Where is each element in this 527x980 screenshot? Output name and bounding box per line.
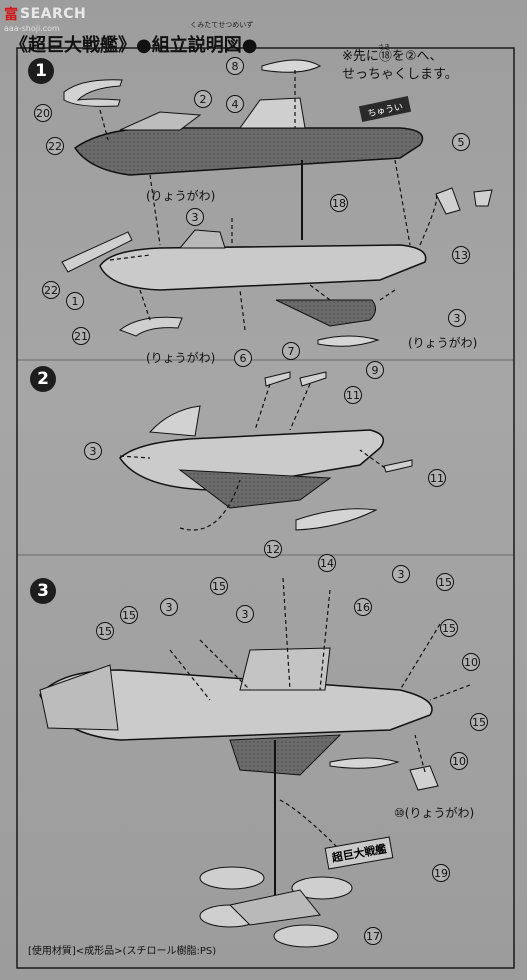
assembly-note: さき ※先に⑱を②へ、 せっちゃくします。 xyxy=(342,44,458,84)
part-number: 15 xyxy=(96,622,114,640)
part-number: 21 xyxy=(72,327,90,345)
both-sides-label: (りょうがわ) xyxy=(408,336,478,350)
part-number: 2 xyxy=(194,90,212,108)
part-number: 3 xyxy=(186,208,204,226)
part-number: 3 xyxy=(448,309,466,327)
site-watermark: 富 SEARCH xyxy=(4,4,86,24)
part-number: 20 xyxy=(34,104,52,122)
watermark-logo: 富 xyxy=(4,7,18,23)
step-marker-1: 1 xyxy=(28,58,54,84)
part-number: 3 xyxy=(160,598,178,616)
sheet-title: 《超巨大戦艦》●組立説明図● xyxy=(10,35,258,56)
both-sides-label: (りょうがわ) xyxy=(146,189,216,203)
part-number: 15 xyxy=(440,619,458,637)
part-number: 10 xyxy=(450,752,468,770)
note-line-1: ※先に⑱を②へ、 xyxy=(342,49,443,64)
part-number: 11 xyxy=(344,386,362,404)
part-number: 15 xyxy=(470,713,488,731)
part-number: 15 xyxy=(436,573,454,591)
sensor-part xyxy=(317,335,380,347)
part-number: 11 xyxy=(428,469,446,487)
part-number: 8 xyxy=(226,57,244,75)
material-footer: [使用材質]<成形品>(スチロール樹脂:PS) xyxy=(28,946,217,957)
sheet-border xyxy=(16,47,515,969)
wing-part xyxy=(275,299,376,327)
part-number: 3 xyxy=(392,565,410,583)
part-number: 3 xyxy=(236,605,254,623)
part-number: 10 xyxy=(462,653,480,671)
part-number: 15 xyxy=(210,577,228,595)
part-number: 7 xyxy=(282,342,300,360)
part-number: 19 xyxy=(432,864,450,882)
part-number: 17 xyxy=(364,927,382,945)
part-number: 6 xyxy=(234,349,252,367)
part-number: 22 xyxy=(42,281,60,299)
rod-part xyxy=(264,371,291,387)
part-number: 13 xyxy=(452,246,470,264)
bridge-tower-part xyxy=(239,97,306,129)
part-number: 22 xyxy=(46,137,64,155)
upper-hull-part xyxy=(73,127,424,176)
note-ruby: さき xyxy=(378,44,391,51)
both-sides-label-10: ⑩(りょうがわ) xyxy=(394,806,475,820)
bracket-part xyxy=(435,187,461,215)
step-marker-2: 2 xyxy=(30,366,56,392)
lower-hull-part xyxy=(99,244,427,291)
bottom-fin-part xyxy=(119,316,183,337)
side-armor-part xyxy=(61,231,133,273)
part-number: 5 xyxy=(452,133,470,151)
part-number: 18 xyxy=(330,194,348,212)
part-number: 12 xyxy=(264,540,282,558)
side-fin-part xyxy=(63,79,123,107)
small-antenna-part xyxy=(261,59,322,73)
part-number: 3 xyxy=(84,442,102,460)
part-number: 1 xyxy=(66,292,84,310)
both-sides-label: (りょうがわ) xyxy=(146,351,216,365)
part-number: 15 xyxy=(120,606,138,624)
watermark-url: aaa-shoji.com xyxy=(4,24,60,33)
note-line-2: せっちゃくします。 xyxy=(342,67,458,82)
lower-wing xyxy=(178,469,332,509)
title-ruby: くみたてせつめいず xyxy=(190,21,254,29)
part-number: 16 xyxy=(354,598,372,616)
part-number: 14 xyxy=(318,554,336,572)
step-marker-3: 3 xyxy=(30,578,56,604)
part-number: 9 xyxy=(366,361,384,379)
watermark-brand: SEARCH xyxy=(20,6,87,22)
stand-disc xyxy=(199,866,265,890)
part-number: 4 xyxy=(226,95,244,113)
